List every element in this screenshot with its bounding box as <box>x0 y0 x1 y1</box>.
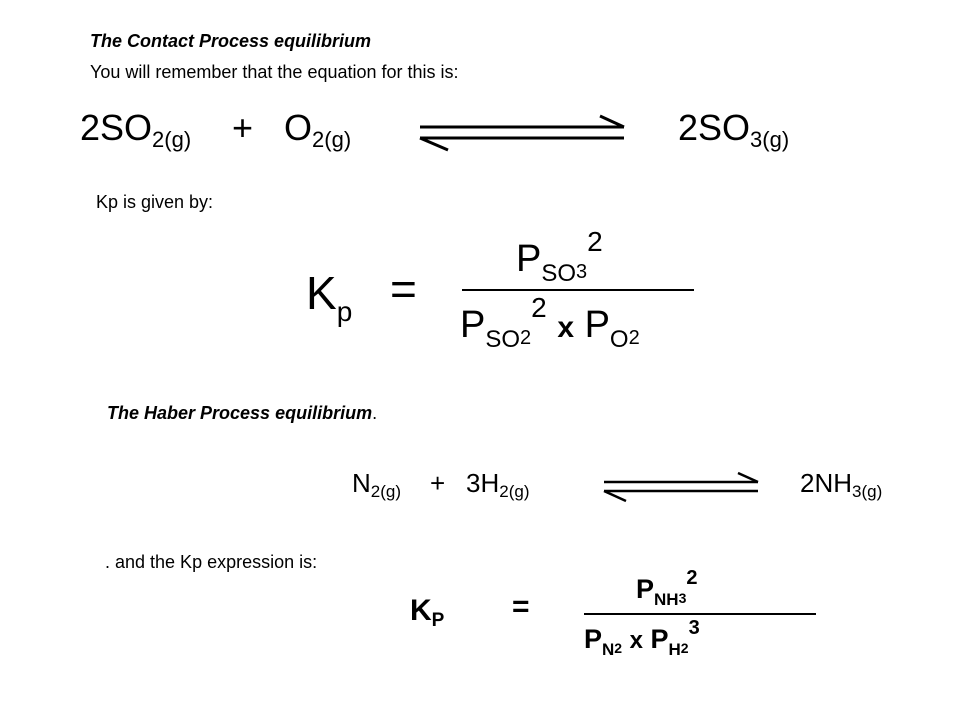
haber-kp-symbol: KP <box>410 594 445 631</box>
contact-product-so3: 2SO3(g) <box>678 107 790 152</box>
haber-kp-equals: = <box>512 590 530 623</box>
contact-kp-denominator: PSO22 x PO2 <box>460 292 640 353</box>
contact-intro: You will remember that the equation for … <box>90 62 459 82</box>
contact-kp-fraction-bar <box>462 289 694 291</box>
contact-reactant-so2: 2SO2(g) <box>80 107 192 152</box>
contact-reactant-o2: O2(g) <box>284 107 352 152</box>
contact-title: The Contact Process equilibrium <box>90 31 372 51</box>
haber-reactant-h2: 3H2(g) <box>466 468 530 501</box>
equilibrium-arrows-icon <box>603 471 759 503</box>
haber-title: The Haber Process equilibrium. <box>107 403 378 423</box>
haber-plus: + <box>430 468 446 498</box>
haber-reactant-n2: N2(g) <box>352 468 402 501</box>
contact-kp-intro: Kp is given by: <box>96 192 214 212</box>
contact-kp-numerator: PSO32 <box>516 226 603 287</box>
contact-plus: + <box>232 107 254 148</box>
equilibrium-arrows-icon <box>419 114 625 152</box>
contact-kp-equals: = <box>390 263 417 315</box>
haber-kp-denominator: PN2 x PH23 <box>584 617 700 659</box>
contact-kp-symbol: Kp <box>306 267 353 327</box>
haber-product-nh3: 2NH3(g) <box>800 468 883 501</box>
haber-kp-numerator: PNH32 <box>636 567 698 609</box>
haber-kp-fraction-bar <box>584 613 816 615</box>
haber-kp-intro: . and the Kp expression is: <box>105 552 318 572</box>
